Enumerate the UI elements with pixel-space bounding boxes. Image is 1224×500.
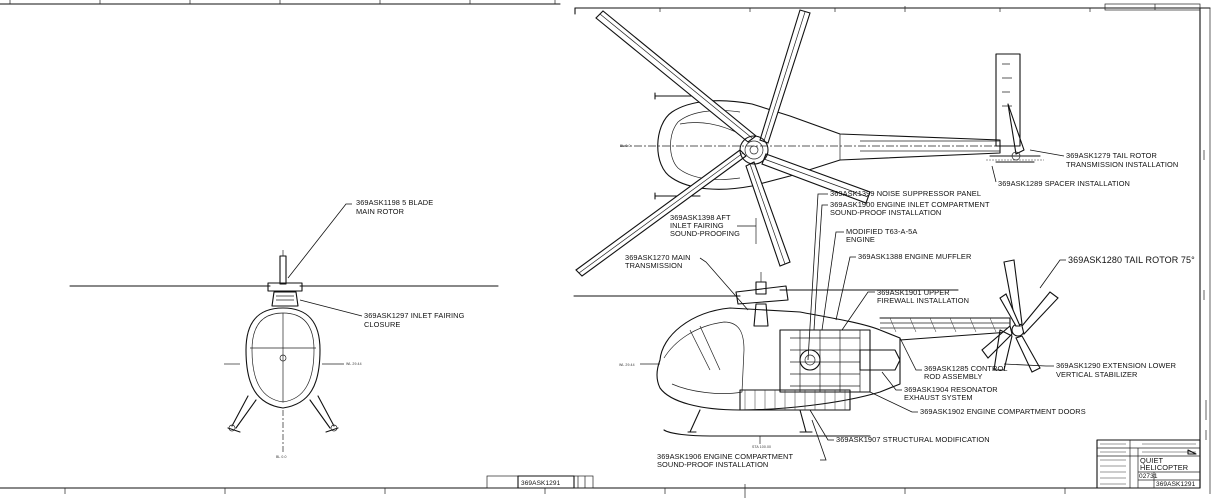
callout-engine-compartment-sound: 369ASK1906 ENGINE COMPARTMENT SOUND-PROO… <box>657 419 827 469</box>
callout-aft-inlet: 369ASK1398 AFT INLET FAIRING SOUND-PROOF… <box>670 213 757 244</box>
callout-aft-inlet-line1: 369ASK1398 AFT <box>670 213 731 222</box>
callout-control-rod: 369ASK1285 CONTROL ROD ASSEMBLY <box>899 337 1008 381</box>
callout-noise-suppressor-line1: 369ASK1399 NOISE SUPPRESSOR PANEL <box>830 189 981 198</box>
callout-main-rotor-line1: 369ASK1198 5 BLADE <box>356 198 433 207</box>
callout-main-rotor-line2: MAIN ROTOR <box>356 207 404 216</box>
callout-modified-engine-line2: ENGINE <box>846 235 875 244</box>
callout-extension-stabilizer-line1: 369ASK1290 EXTENSION LOWER <box>1056 361 1176 370</box>
title-block: QUIET HELICOPTER 02731 369ASK1291 <box>1096 439 1201 489</box>
station-label-bl-top: BL 0.0 <box>620 144 631 148</box>
bottom-drawing-number: 369ASK1291 <box>521 480 561 487</box>
station-label-sta-side: STA 100.00 <box>752 445 771 449</box>
title-drawing-number: 369ASK1291 <box>1156 481 1196 488</box>
callout-upper-firewall: 369ASK1901 UPPER FIREWALL INSTALLATION <box>841 288 969 331</box>
title-line-2: HELICOPTER <box>1140 463 1188 472</box>
callout-modified-engine-line1: MODIFIED T63-A-5A <box>846 227 917 236</box>
callout-resonator-line2: EXHAUST SYSTEM <box>904 393 973 402</box>
callout-tail-rotor-75: 369ASK1280 TAIL ROTOR 75° <box>1039 255 1195 289</box>
callout-tail-rotor-75-line1: 369ASK1280 TAIL ROTOR 75° <box>1068 255 1195 265</box>
callout-noise-suppressor: 369ASK1399 NOISE SUPPRESSOR PANEL <box>807 189 981 361</box>
callout-spacer: 369ASK1289 SPACER INSTALLATION <box>991 165 1130 188</box>
side-view <box>573 259 1059 444</box>
callout-main-transmission-line1: 369ASK1270 MAIN <box>625 253 691 262</box>
callout-spacer-line1: 369ASK1289 SPACER INSTALLATION <box>998 179 1130 188</box>
callout-engine-compartment-sound-line1: 369ASK1906 ENGINE COMPARTMENT <box>657 452 793 461</box>
top-view <box>575 9 1044 277</box>
callout-control-rod-line2: ROD ASSEMBLY <box>924 372 983 381</box>
callout-engine-inlet: 369ASK1900 ENGINE INLET COMPARTMENT SOUN… <box>813 200 990 331</box>
callout-tail-rotor-transmission: 369ASK1279 TAIL ROTOR TRANSMISSION INSTA… <box>1029 149 1178 169</box>
title-line-1: QUIET <box>1140 456 1163 465</box>
right-margin-marks <box>1203 150 1207 440</box>
callout-modified-engine: MODIFIED T63-A-5A ENGINE <box>821 227 917 331</box>
callout-inlet-closure-line2: CLOSURE <box>364 320 400 329</box>
callout-engine-compartment-sound-line2: SOUND-PROOF INSTALLATION <box>657 460 768 469</box>
station-label-bl-front: BL 0.0 <box>276 455 287 459</box>
callout-main-rotor: 369ASK1198 5 BLADE MAIN ROTOR <box>287 198 433 279</box>
callout-upper-firewall-line1: 369ASK1901 UPPER <box>877 288 950 297</box>
callout-resonator-line1: 369ASK1904 RESONATOR <box>904 385 998 394</box>
callout-control-rod-line1: 369ASK1285 CONTROL <box>924 364 1008 373</box>
callout-upper-firewall-line2: FIREWALL INSTALLATION <box>877 296 969 305</box>
callout-resonator: 369ASK1904 RESONATOR EXHAUST SYSTEM <box>881 371 998 402</box>
callout-structural-mod: 369ASK1907 STRUCTURAL MODIFICATION <box>809 409 990 444</box>
callout-engine-inlet-line1: 369ASK1900 ENGINE INLET COMPARTMENT <box>830 200 990 209</box>
callout-tail-rotor-transmission-line2: TRANSMISSION INSTALLATION <box>1066 160 1178 169</box>
callout-engine-muffler-line1: 369ASK1388 ENGINE MUFFLER <box>858 252 971 261</box>
callout-main-transmission-line2: TRANSMISSION <box>625 261 682 270</box>
callout-engine-inlet-line2: SOUND-PROOF INSTALLATION <box>830 208 941 217</box>
station-label-wl-side: WL 29.44 <box>619 363 635 367</box>
callout-tail-rotor-transmission-line1: 369ASK1279 TAIL ROTOR <box>1066 151 1157 160</box>
callout-structural-mod-line1: 369ASK1907 STRUCTURAL MODIFICATION <box>836 435 990 444</box>
callout-engine-muffler: 369ASK1388 ENGINE MUFFLER <box>835 252 971 321</box>
callout-inlet-closure-line1: 369ASK1297 INLET FAIRING <box>364 311 465 320</box>
callout-main-transmission: 369ASK1270 MAIN TRANSMISSION <box>625 253 749 311</box>
callout-compartment-doors: 369ASK1902 ENGINE COMPARTMENT DOORS <box>869 391 1086 416</box>
callout-compartment-doors-line1: 369ASK1902 ENGINE COMPARTMENT DOORS <box>920 407 1086 416</box>
callout-aft-inlet-line2: INLET FAIRING <box>670 221 724 230</box>
callout-aft-inlet-line3: SOUND-PROOFING <box>670 229 740 238</box>
title-code: 02731 <box>1139 473 1158 480</box>
bottom-number-box: 369ASK1291 <box>486 475 594 489</box>
front-view <box>69 250 499 452</box>
station-label-wl-front: WL 29.44 <box>346 362 362 366</box>
callout-inlet-fairing-closure: 369ASK1297 INLET FAIRING CLOSURE <box>299 299 465 329</box>
callout-extension-stabilizer-line2: VERTICAL STABILIZER <box>1056 370 1137 379</box>
callout-extension-stabilizer: 369ASK1290 EXTENSION LOWER VERTICAL STAB… <box>1003 361 1176 379</box>
